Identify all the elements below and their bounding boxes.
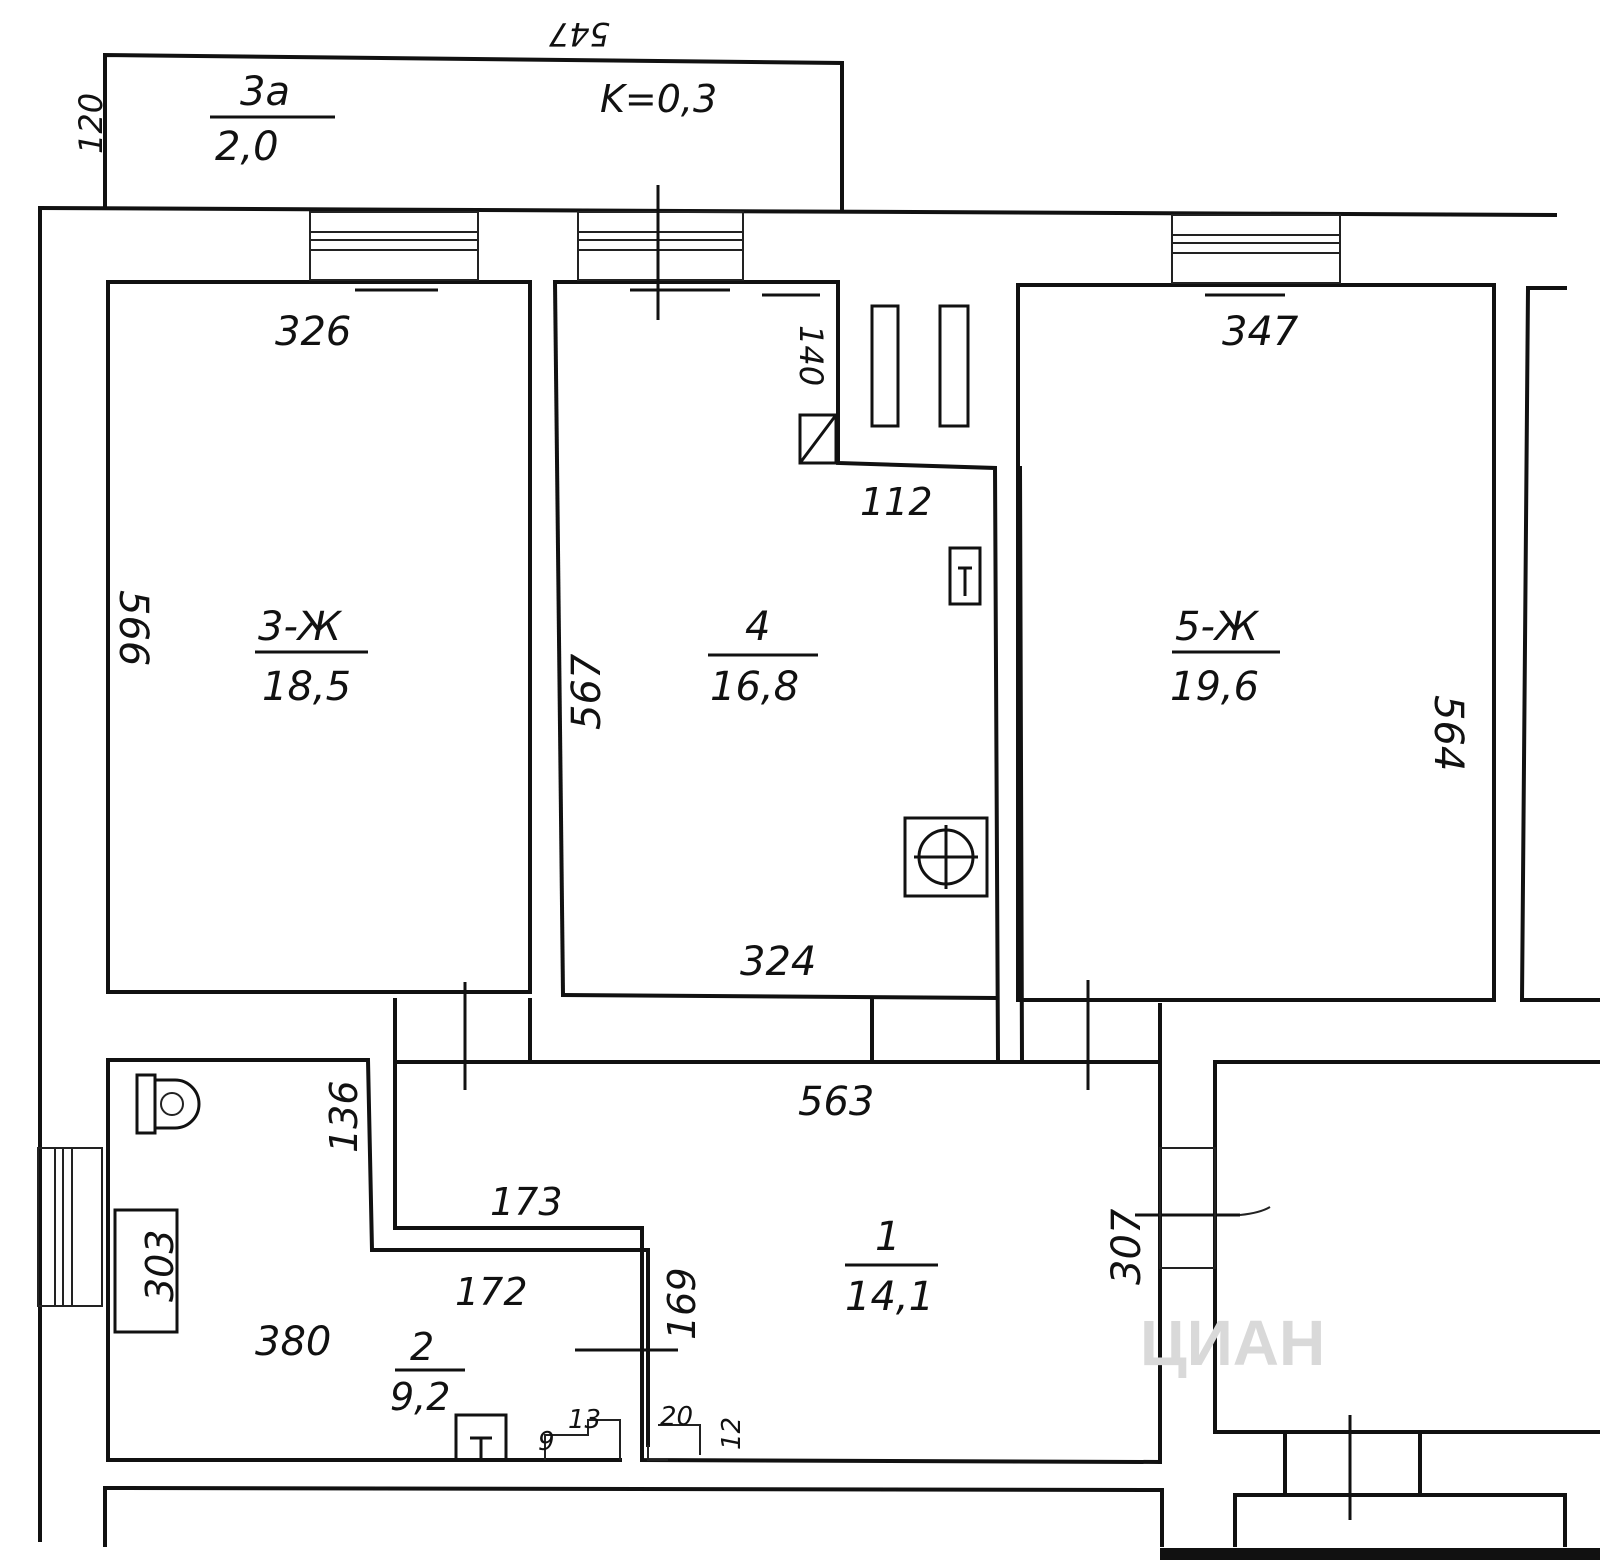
dim-room4-niche-width: 112: [860, 480, 933, 524]
watermark: ЦИАН: [1140, 1307, 1325, 1379]
dim-room2-step-width: 173: [490, 1180, 563, 1224]
dim-room2-side: 303: [138, 1229, 182, 1302]
dim-room4-width: 324: [740, 939, 816, 985]
window-icon: [1171, 214, 1341, 284]
dim-hall-width: 563: [798, 1079, 874, 1125]
dim-room2-width: 380: [255, 1319, 331, 1365]
sink-icon: [948, 546, 982, 606]
balcony-coefficient: K=0,3: [600, 77, 717, 121]
toilet-icon: [135, 1073, 201, 1135]
dim-balcony-width: 547: [548, 15, 610, 53]
dim-room5-length: 564: [1425, 695, 1471, 771]
room4-area: 16,8: [710, 664, 799, 710]
room3-area: 18,5: [262, 664, 351, 710]
window-icon: [37, 1147, 103, 1307]
dim-small-13: 13: [568, 1405, 601, 1435]
balcony-number: 3a: [240, 69, 290, 115]
dim-hall-depth: 307: [1104, 1208, 1150, 1285]
room1-number: 1: [875, 1214, 900, 1260]
walls: [37, 52, 1600, 1560]
dim-room4-niche-depth: 140: [792, 325, 830, 386]
dim-room2-inner-height: 169: [660, 1267, 704, 1340]
dim-small-9: 9: [538, 1427, 555, 1457]
room3-number: 3-Ж: [258, 604, 343, 650]
window-icon: [309, 211, 479, 281]
dim-small-20: 20: [660, 1402, 693, 1432]
bathtub-icon: [113, 1208, 179, 1334]
dimension-ticks: [210, 115, 1285, 1372]
radiator-icon: [870, 304, 970, 428]
dim-room3-length: 566: [110, 590, 156, 666]
sink-icon: [454, 1413, 508, 1462]
room5-area: 19,6: [1170, 664, 1259, 710]
dim-room5-width: 347: [1222, 309, 1299, 355]
dim-balcony-depth: 120: [72, 93, 110, 154]
balcony-area: 2,0: [215, 124, 279, 170]
room5-number: 5-Ж: [1175, 604, 1260, 650]
dim-room2-inner-width: 172: [455, 1270, 528, 1314]
window-icon: [577, 185, 744, 320]
door-icon: [463, 980, 1352, 1520]
riser-icon: [798, 413, 838, 465]
room2-area: 9,2: [390, 1375, 450, 1419]
dim-room3-width: 326: [275, 309, 351, 355]
stove-icon: [903, 816, 989, 898]
dim-small-12: 12: [717, 1417, 747, 1450]
room2-number: 2: [410, 1325, 434, 1369]
room1-area: 14,1: [845, 1274, 934, 1320]
room4-number: 4: [745, 604, 770, 650]
dim-room4-length: 567: [564, 653, 610, 730]
dim-room2-step-height: 136: [322, 1080, 366, 1153]
